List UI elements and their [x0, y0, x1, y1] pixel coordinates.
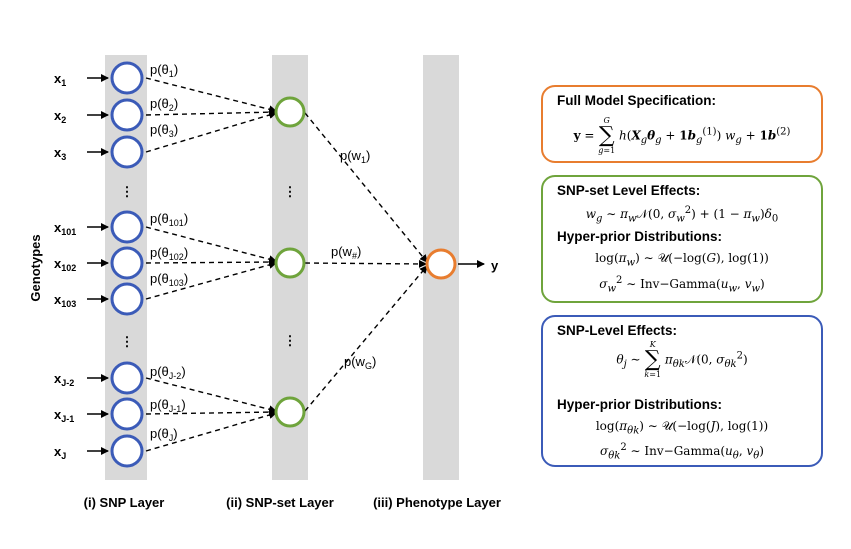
theta-label: p(θ101) — [150, 211, 188, 228]
snp-effects-equation: θj ∼ K∑k=1 πθk𝒩(0, σθk2) — [616, 340, 748, 379]
genotype-label: xJ-2 — [54, 371, 74, 388]
snp-node — [110, 61, 144, 95]
input-arrows — [87, 74, 109, 455]
snp-ellipsis: ⋮ — [121, 334, 134, 349]
snp-effects-box: SNP-Level Effects: θj ∼ K∑k=1 πθk𝒩(0, σθ… — [541, 315, 823, 467]
genotype-label: x102 — [54, 256, 76, 273]
snp-to-set-connections — [145, 77, 277, 452]
full-model-box: Full Model Specification: y = G∑g=1 h(Xg… — [541, 85, 823, 163]
weight-labels: p(w1) p(w#) p(wG) — [331, 148, 376, 371]
snpset-nodes — [274, 96, 306, 428]
genotypes-label: Genotypes — [28, 234, 43, 301]
genotype-label: x2 — [54, 108, 66, 125]
theta-label: p(θ1) — [150, 62, 178, 79]
snpset-hyperprior-sigma: σw2 ∼ Inv−Gamma(uw, vw) — [599, 275, 765, 295]
snp-ellipsis: ⋮ — [121, 184, 134, 199]
full-model-title: Full Model Specification: — [557, 93, 717, 108]
snp-node — [110, 434, 144, 468]
snp-effects-title: SNP-Level Effects: — [557, 323, 678, 338]
phenotype-node — [425, 248, 457, 280]
theta-label: p(θ103) — [150, 271, 188, 288]
genotype-label: x103 — [54, 292, 76, 309]
phenotype-output-label: y — [491, 258, 499, 273]
snp-hyperprior-sigma: σθk2 ∼ Inv−Gamma(uθ, vθ) — [600, 442, 764, 462]
genotype-label: x101 — [54, 220, 76, 237]
snpset-node — [274, 96, 306, 128]
snp-node — [110, 135, 144, 169]
snp-hyperprior-pi: log(πθk) ∼ 𝒰(−log(J), log(1)) — [595, 419, 769, 437]
snpset-node — [274, 396, 306, 428]
snp-node — [110, 282, 144, 316]
theta-label: p(θJ-1) — [150, 397, 186, 414]
snpset-node — [274, 247, 306, 279]
genotype-label: xJ — [54, 444, 66, 461]
snpset-hyperprior-title: Hyper-prior Distributions: — [557, 229, 723, 244]
theta-label: p(θ102) — [150, 245, 188, 262]
weight-label: p(w#) — [331, 244, 361, 261]
genotype-label: xJ-1 — [54, 407, 74, 424]
genotype-label: x3 — [54, 145, 66, 162]
theta-labels: p(θ1) p(θ2) p(θ3) p(θ101) p(θ102) p(θ103… — [150, 62, 188, 443]
snp-node — [110, 210, 144, 244]
genotype-label: x1 — [54, 71, 66, 88]
snpset-ellipsis: ⋮ — [284, 333, 297, 348]
theta-label: p(θ2) — [150, 96, 178, 113]
snpset-hyperprior-pi: log(πw) ∼ 𝒰(−log(G), log(1)) — [595, 251, 769, 269]
snp-hyperprior-title: Hyper-prior Distributions: — [557, 397, 723, 412]
snp-nodes — [110, 61, 144, 468]
weight-label: p(w1) — [340, 148, 370, 165]
phenotype-layer-title: (iii) Phenotype Layer — [373, 495, 501, 510]
snp-node — [110, 98, 144, 132]
snp-node — [110, 397, 144, 431]
snpset-effects-box: SNP-set Level Effects: wg ∼ πw𝒩(0, σw2) … — [541, 175, 823, 303]
snp-node — [110, 246, 144, 280]
snpset-effects-equation: wg ∼ πw𝒩(0, σw2) + (1 − πw)δ0 — [585, 205, 779, 225]
snp-layer-title: (i) SNP Layer — [84, 495, 165, 510]
snpset-effects-title: SNP-set Level Effects: — [557, 183, 701, 198]
snp-node — [110, 361, 144, 395]
genotype-labels: x1 x2 x3 x101 x102 x103 xJ-2 xJ-1 xJ — [54, 71, 76, 461]
snpset-ellipsis: ⋮ — [284, 184, 297, 199]
theta-label: p(θJ-2) — [150, 364, 186, 381]
theta-label: p(θJ) — [150, 426, 178, 443]
set-to-phenotype-connections — [304, 112, 428, 412]
weight-label: p(wG) — [344, 354, 376, 371]
snpset-layer-title: (ii) SNP-set Layer — [226, 495, 334, 510]
theta-label: p(θ3) — [150, 122, 178, 139]
full-model-equation: y = G∑g=1 h(Xgθg + 1bg(1)) wg + 1b(2) — [573, 116, 791, 155]
